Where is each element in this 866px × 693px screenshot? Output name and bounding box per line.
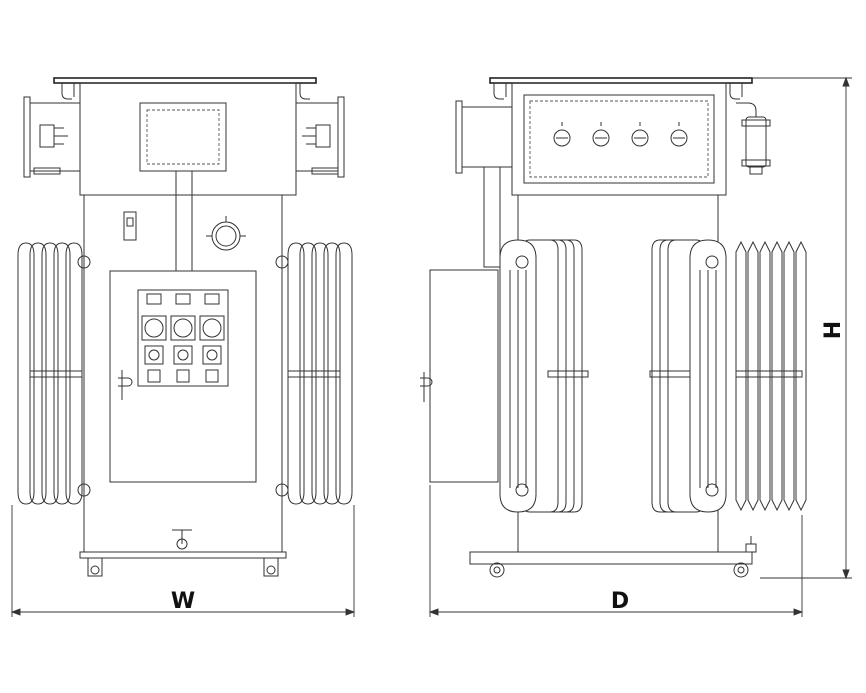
front-small-switch (123, 211, 137, 241)
front-display-window (139, 102, 227, 172)
side-control-box (429, 269, 499, 483)
side-top-cover (489, 77, 753, 84)
side-door-handle (420, 372, 433, 402)
dimension-height: H (752, 76, 852, 580)
side-breather (736, 102, 771, 175)
front-instrument-plate (137, 289, 229, 387)
dimension-depth: D (428, 485, 804, 617)
front-view (17, 77, 353, 577)
side-left-flange (455, 100, 463, 174)
front-top-cover (53, 77, 317, 84)
dimension-width: W (10, 505, 356, 617)
front-door-handle (118, 370, 133, 400)
front-wheel-left (87, 557, 103, 577)
front-tank-body (83, 194, 283, 553)
front-right-radiator (275, 242, 353, 505)
depth-label: D (611, 589, 629, 614)
front-left-flange (23, 96, 81, 178)
front-control-door (109, 270, 257, 483)
side-radiator-middle (649, 239, 727, 513)
width-label: W (171, 589, 195, 614)
front-right-flange (295, 96, 345, 178)
side-base (469, 551, 753, 565)
side-terminal-box (511, 82, 727, 196)
height-label: H (821, 321, 846, 339)
side-radiator-front (499, 239, 589, 513)
front-terminal-box (79, 82, 297, 196)
front-left-radiator (17, 242, 91, 505)
front-meters (141, 293, 225, 383)
side-wheel-left (489, 562, 505, 578)
front-wheel-right (263, 557, 279, 577)
side-view (420, 77, 807, 578)
side-radiator-rear (735, 240, 807, 512)
side-bushings (553, 122, 688, 147)
front-drain-valve (176, 538, 188, 550)
front-base (79, 551, 287, 559)
side-wheel-right (733, 562, 749, 578)
